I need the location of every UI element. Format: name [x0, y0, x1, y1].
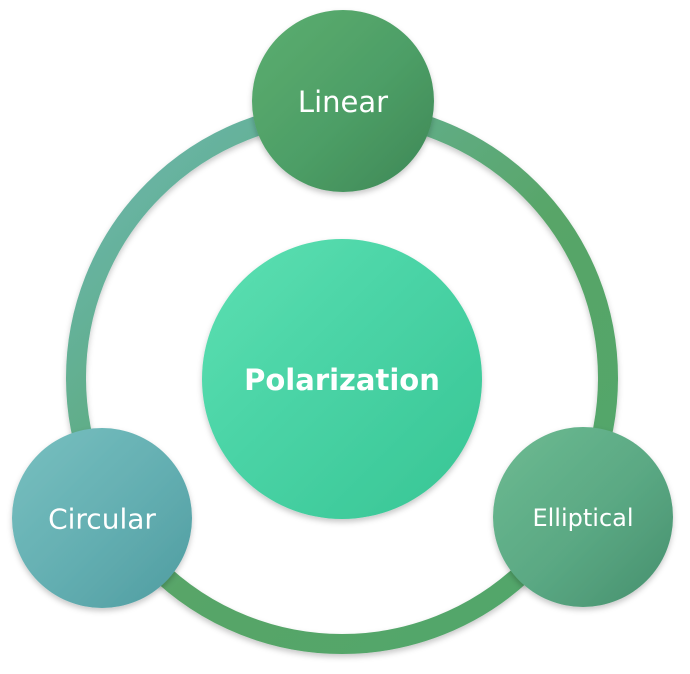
center-label: Polarization — [244, 363, 440, 397]
linear-label: Linear — [298, 85, 388, 119]
circular-circle — [12, 428, 192, 608]
linear-circle — [252, 10, 434, 192]
node-circular: Circular — [12, 428, 192, 608]
node-linear: Linear — [252, 10, 434, 192]
elliptical-circle — [493, 427, 673, 607]
node-elliptical: Elliptical — [493, 427, 673, 607]
center-node-polarization: Polarization — [202, 239, 482, 519]
elliptical-label: Elliptical — [532, 504, 633, 532]
center-circle — [202, 239, 482, 519]
circular-label: Circular — [48, 503, 156, 536]
